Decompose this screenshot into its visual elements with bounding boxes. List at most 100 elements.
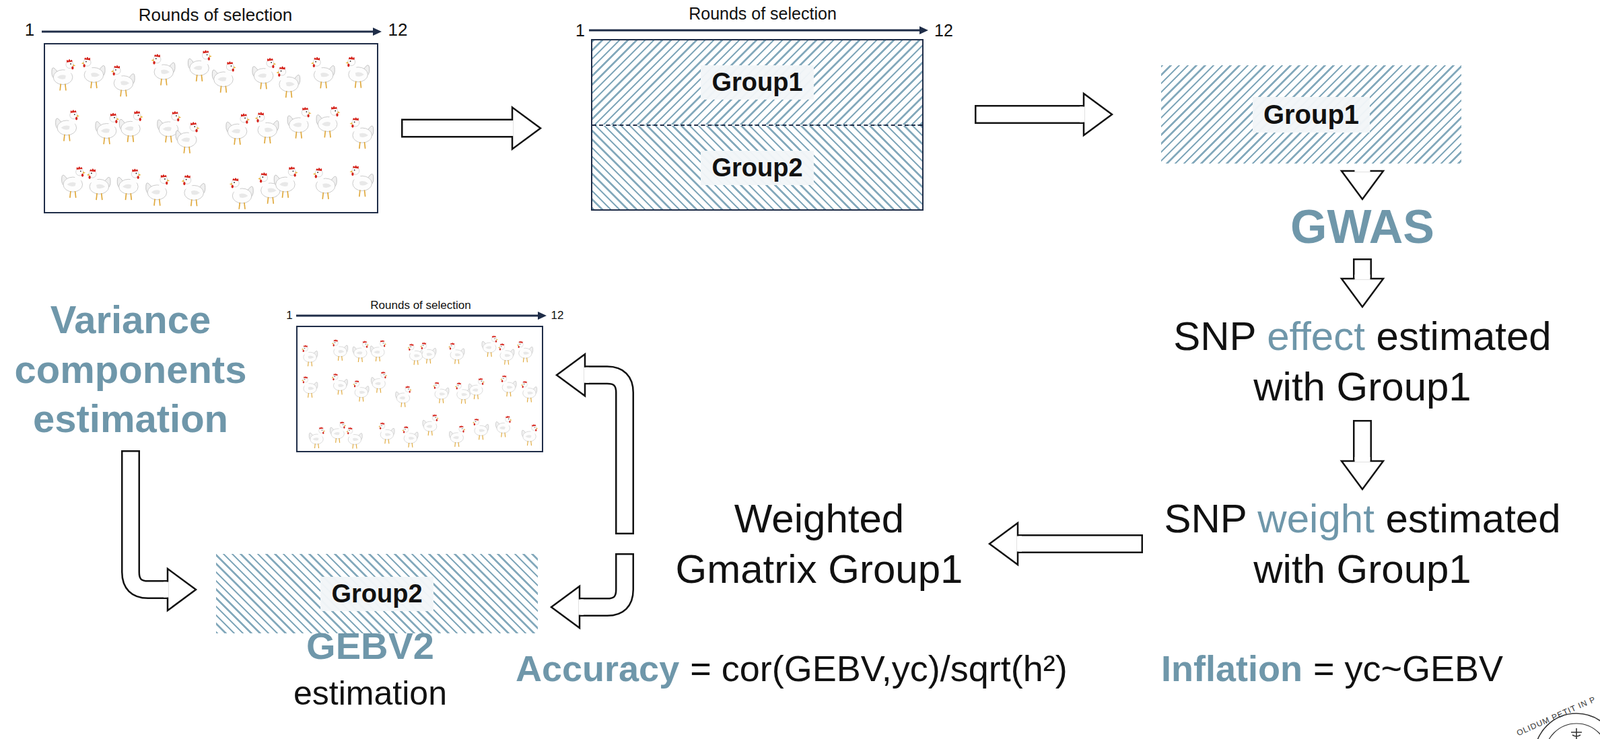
chicken-figure — [312, 167, 337, 199]
chicken — [151, 53, 176, 85]
selection-box: 1Rounds of selection12 — [296, 325, 544, 453]
chicken — [312, 167, 337, 199]
chicken-figure — [151, 53, 176, 85]
chicken — [481, 335, 499, 357]
arrow-join — [1079, 107, 1086, 123]
axis-number: 12 — [388, 20, 408, 41]
group-label: Group2 — [700, 150, 814, 186]
chicken — [350, 165, 374, 197]
step-text: GWAS — [1227, 203, 1498, 251]
step-text: Weighted Gmatrix Group1 — [664, 493, 975, 595]
metric-name: Inflation — [1161, 647, 1303, 690]
chicken — [81, 57, 106, 89]
chicken-figure — [212, 61, 236, 93]
chicken-figure — [420, 341, 437, 364]
chicken — [187, 49, 212, 81]
axis-number: 12 — [934, 20, 954, 41]
metric-formula: = yc~GEBV — [1313, 647, 1504, 690]
chicken — [226, 113, 250, 145]
chicken-figure — [432, 381, 449, 404]
hollow-arrow — [1341, 258, 1384, 307]
step-label: SNP weight estimated with Group1 — [1146, 493, 1578, 595]
chicken-figure — [273, 166, 298, 198]
arrow-outline — [974, 105, 1086, 124]
chicken — [212, 61, 236, 93]
chicken-figure — [301, 376, 318, 398]
chicken-figure — [498, 343, 515, 365]
step-text: Variance components estimation — [5, 294, 256, 444]
chicken — [345, 427, 363, 449]
chicken — [448, 342, 465, 365]
chicken — [420, 341, 437, 364]
formula-row: Accuracy= cor(GEBV,yc)/sqrt(h²) — [515, 647, 1068, 690]
hollow-arrow — [130, 450, 196, 611]
chicken-figure — [310, 57, 335, 89]
axis-head — [919, 26, 929, 35]
arrow-join — [1354, 166, 1371, 173]
chicken — [520, 380, 538, 403]
arrow-join — [1354, 457, 1371, 463]
arrow-head — [1341, 278, 1384, 307]
hollow-arrow — [1341, 420, 1384, 490]
hollow-arrow — [401, 107, 541, 150]
axis-title: Rounds of selection — [138, 5, 293, 26]
arrow-join — [584, 367, 590, 384]
arrow-fill — [130, 451, 169, 590]
chicken-figure — [352, 380, 369, 402]
chicken — [119, 111, 143, 143]
axis-line — [588, 29, 922, 32]
arrow-fill — [578, 555, 625, 608]
group-label: Group2 — [320, 576, 433, 612]
chicken — [352, 340, 369, 363]
chicken-figure — [370, 339, 387, 362]
chicken — [287, 107, 311, 138]
chicken-figure — [308, 426, 326, 449]
hollow-arrow — [556, 354, 625, 535]
arrow-head — [989, 523, 1018, 565]
split-box: 1Rounds of selection12Group1Group2 — [590, 39, 924, 211]
chicken-figure — [181, 175, 205, 206]
chicken-figure — [331, 339, 349, 361]
chicken — [448, 425, 466, 447]
chicken — [498, 343, 515, 365]
chicken — [395, 385, 412, 408]
chicken-figure — [61, 166, 86, 198]
arrow-head — [1341, 461, 1384, 490]
chicken-figure — [345, 56, 369, 88]
chicken-figure — [331, 373, 348, 396]
accent-word: effect — [1266, 313, 1366, 359]
arrow-fill — [403, 120, 515, 136]
group-band: Group2 — [592, 124, 923, 210]
chicken — [111, 65, 135, 97]
chicken-figure — [516, 341, 534, 363]
chicken-figure — [287, 107, 311, 138]
result-text: estimation — [293, 674, 447, 714]
chicken — [370, 339, 387, 362]
chicken-figure — [316, 106, 340, 138]
chicken — [468, 377, 485, 400]
chicken-figure — [472, 418, 489, 441]
step-text: SNP effect estimated with Group1 — [1146, 310, 1578, 412]
group-band: Group1 — [592, 40, 923, 125]
chicken — [352, 380, 369, 402]
chicken-figure — [117, 168, 141, 200]
chicken-figure — [495, 415, 512, 438]
chicken — [472, 418, 489, 441]
axis-head — [372, 27, 382, 36]
arrow-head — [551, 586, 580, 629]
chicken — [432, 381, 449, 404]
chicken — [95, 113, 120, 145]
chicken-figure — [401, 426, 419, 448]
arrow-outline — [130, 450, 169, 590]
chicken — [51, 59, 76, 91]
axis-number: 1 — [286, 308, 293, 323]
chicken-figure — [329, 421, 346, 443]
axis-head — [537, 311, 547, 320]
chicken-flock — [45, 44, 377, 213]
chicken-figure — [226, 113, 250, 145]
chicken — [273, 166, 298, 198]
chicken-figure — [252, 57, 276, 89]
arrow-join — [1354, 274, 1371, 281]
chicken-figure — [86, 168, 111, 200]
chicken — [229, 177, 254, 209]
